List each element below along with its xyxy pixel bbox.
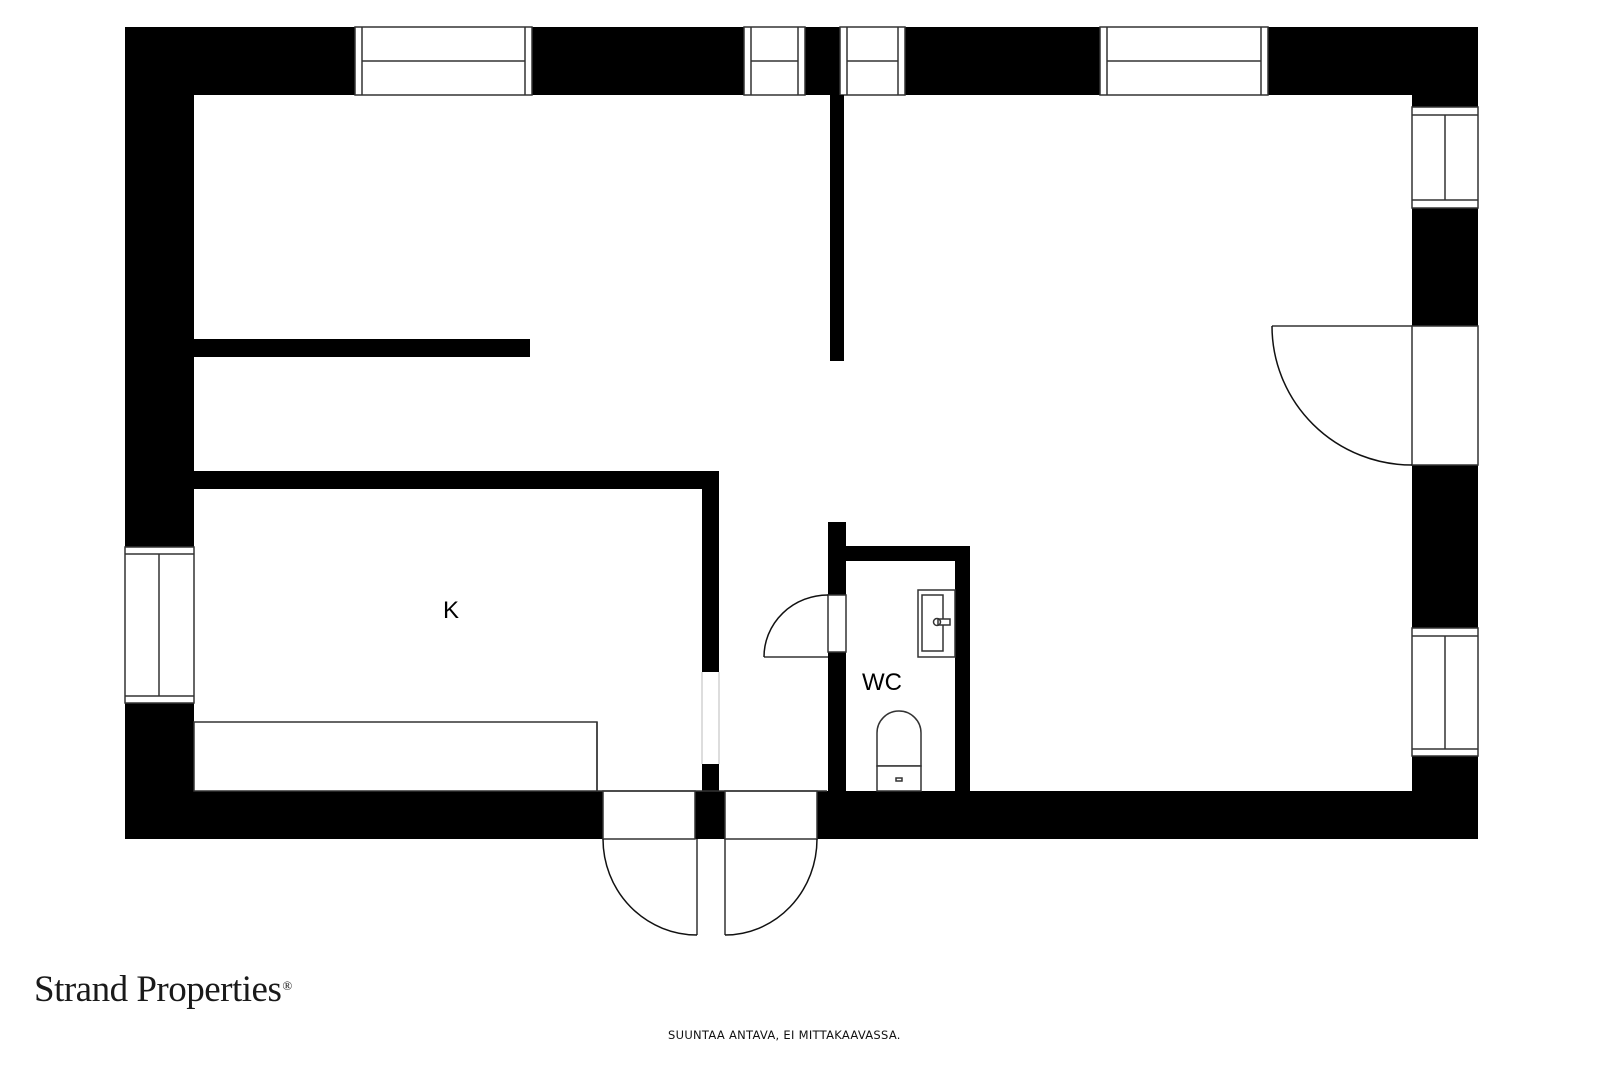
entrance-double-door <box>596 722 827 936</box>
window-left <box>124 546 195 704</box>
wash-basin <box>917 589 956 658</box>
window-right-1 <box>1411 106 1479 209</box>
room-label-kitchen: K <box>443 597 459 624</box>
wc-door <box>763 594 847 658</box>
interior-walls <box>194 95 970 791</box>
kitchen-counter <box>193 721 598 792</box>
kitchen-opening <box>701 672 720 764</box>
brand-logo-text: Strand Properties <box>34 969 282 1010</box>
balcony-door <box>1271 325 1479 466</box>
window-top-3 <box>839 26 906 96</box>
toilet <box>876 710 922 792</box>
room-label-wc: WC <box>862 669 902 696</box>
window-top-1 <box>354 26 533 96</box>
window-top-2 <box>743 26 806 96</box>
window-right-2 <box>1411 627 1479 757</box>
outer-walls <box>125 27 1478 839</box>
scale-disclaimer: SUUNTAA ANTAVA, EI MITTAKAAVASSA. <box>668 1028 901 1042</box>
registered-mark: ® <box>282 978 292 993</box>
brand-logo: Strand Properties® <box>34 968 292 1011</box>
window-top-4 <box>1099 26 1269 96</box>
